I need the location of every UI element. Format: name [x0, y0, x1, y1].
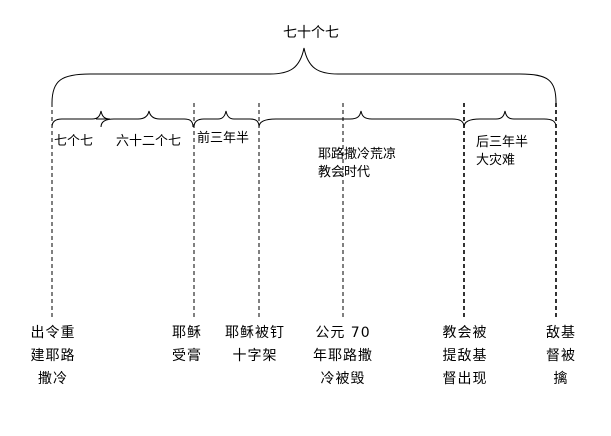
event-3-line-1: 耶稣被钉 [225, 325, 285, 341]
event-4-line-1: 公元 70 [315, 325, 371, 341]
event-3-line-2: 十字架 [232, 348, 278, 364]
event-jesus-anointed: 耶稣 受膏 [172, 322, 202, 368]
event-jesus-crucified: 耶稣被钉 十字架 [225, 322, 285, 368]
segment-first-half: 前三年半 [197, 131, 250, 146]
event-6-line-2: 督被 [546, 348, 576, 364]
segment-desolation: 耶路撒冷荒凉 教会时代 [318, 146, 396, 182]
segment-seven-sevens: 七个七 [54, 134, 94, 149]
segment-second-half: 后三年半 大灾难 [476, 134, 528, 170]
event-1-line-3: 撒冷 [38, 371, 68, 387]
event-5-line-2: 提敌基 [442, 348, 488, 364]
brace-second-half [463, 110, 557, 128]
event-2-line-2: 受膏 [172, 348, 202, 364]
event-decree-rebuild-jerusalem: 出令重 建耶路 撒冷 [31, 322, 76, 391]
segment-desolation-line-1: 耶路撒冷荒凉 [318, 147, 397, 162]
event-2-line-1: 耶稣 [172, 325, 202, 341]
segment-sixty-two-sevens: 六十二个七 [116, 134, 182, 149]
event-5-line-1: 教会被 [442, 325, 488, 341]
event-antichrist-captured: 敌基 督被 擒 [546, 322, 576, 391]
main-brace [51, 47, 557, 104]
diagram-title: 七十个七 [283, 25, 339, 41]
event-1-line-1: 出令重 [30, 325, 76, 341]
event-6-line-1: 敌基 [546, 325, 576, 341]
segment-second-half-line-2: 大灾难 [476, 153, 516, 168]
event-jerusalem-destroyed: 公元 70 年耶路撒 冷被毁 [313, 322, 373, 391]
segment-desolation-line-2: 教会时代 [318, 165, 371, 180]
event-5-line-3: 督出现 [442, 371, 488, 387]
segment-second-half-line-1: 后三年半 [476, 135, 529, 150]
brace-sixty-two-sevens [100, 110, 194, 128]
event-1-line-2: 建耶路 [30, 348, 76, 364]
event-6-line-3: 擒 [553, 371, 569, 387]
event-4-line-3: 冷被毁 [320, 371, 366, 387]
brace-first-half [193, 110, 260, 128]
event-4-line-2: 年耶路撒 [313, 348, 373, 364]
event-rapture-antichrist: 教会被 提敌基 督出现 [443, 322, 488, 391]
brace-desolation [258, 110, 465, 128]
brace-seven-sevens [51, 110, 111, 128]
